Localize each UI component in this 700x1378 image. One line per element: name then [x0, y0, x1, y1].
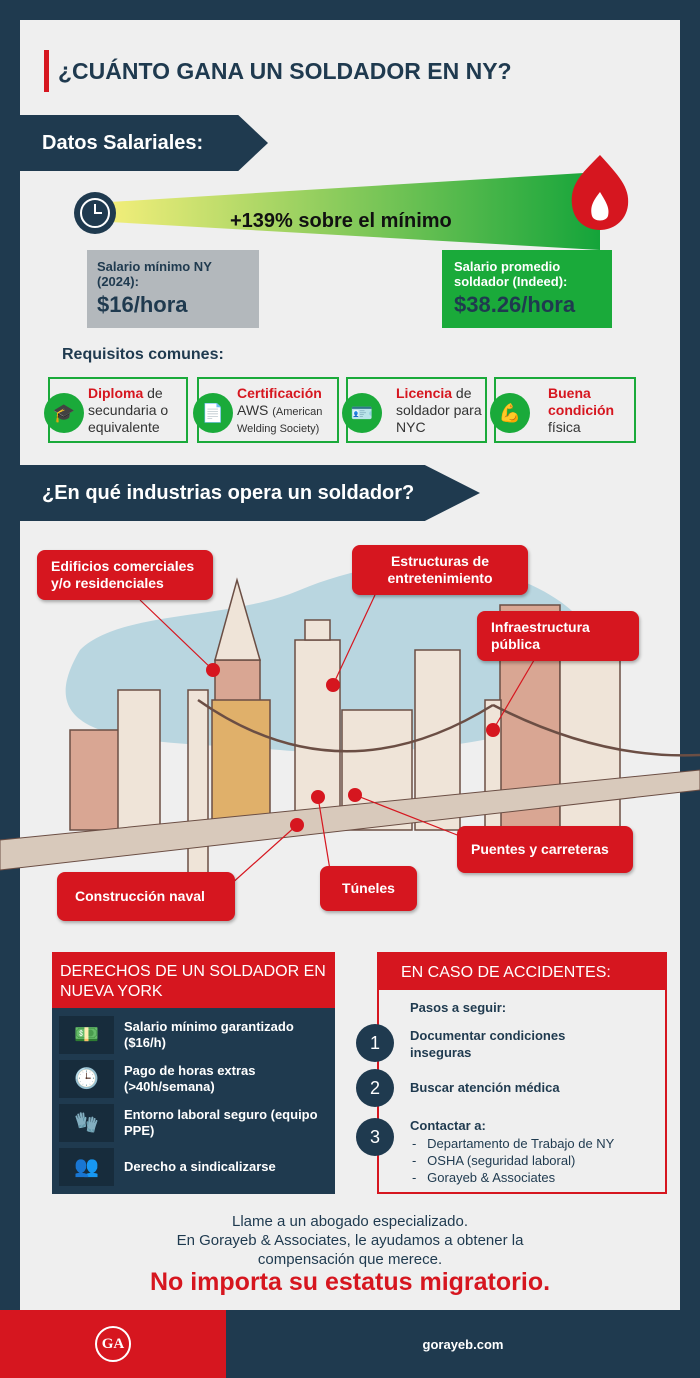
requirement-fitness: 💪Buena condición física	[490, 377, 636, 443]
footer-logo-area: GA	[0, 1310, 226, 1378]
label-public-infrastructure: Infraestructura pública	[477, 611, 639, 661]
requirements-heading: Requisitos comunes:	[62, 346, 224, 363]
label-tunnels: Túneles	[320, 866, 417, 911]
step-text: Documentar condiciones inseguras	[410, 1028, 566, 1060]
money-hand-icon: 💵	[59, 1016, 114, 1054]
min-wage-label: Salario mínimo NY (2024):	[97, 259, 212, 289]
contact-item: Departamento de Trabajo de NY	[427, 1136, 615, 1151]
title-accent	[44, 50, 49, 92]
right-item: 🧤Entorno laboral seguro (equipo PPE)	[59, 1104, 328, 1142]
contact-item: OSHA (seguridad laboral)	[427, 1153, 576, 1168]
gorayeb-logo: GA	[95, 1326, 131, 1362]
right-item: 🕒Pago de horas extras (>40h/semana)	[59, 1060, 328, 1098]
union-icon: 👥	[59, 1148, 114, 1186]
clock-plus-icon: 🕒	[59, 1060, 114, 1098]
accidents-card: EN CASO DE ACCIDENTES:	[377, 952, 667, 1194]
industries-banner: ¿En qué industrias opera un soldador?	[20, 465, 480, 521]
salary-heading: Datos Salariales:	[42, 131, 204, 154]
avg-wage-value: $38.26/hora	[454, 292, 576, 317]
industries-heading: ¿En qué industrias opera un soldador?	[42, 481, 415, 504]
cta-emphasis: No importa su estatus migratorio.	[149, 1268, 551, 1296]
accidents-heading: EN CASO DE ACCIDENTES:	[379, 954, 665, 990]
contact-item: Gorayeb & Associates	[427, 1170, 556, 1185]
cta-text: Llame a un abogado especializado.En Gora…	[176, 1213, 524, 1268]
step-number: 2	[356, 1069, 394, 1107]
requirement-license: 🪪Licencia de soldador para NYC	[342, 377, 487, 443]
increase-text: +139% sobre el mínimo	[230, 210, 452, 232]
label-commercial-buildings: Edificios comerciales y/o residenciales	[37, 550, 213, 600]
avg-wage-label: Salario promedio soldador (Indeed):	[454, 259, 568, 289]
glove-icon: 🧤	[59, 1104, 114, 1142]
muscle-icon: 💪	[490, 393, 530, 433]
label-bridges-roads: Puentes y carreteras	[457, 826, 633, 873]
right-item: 👥Derecho a sindicalizarse	[59, 1148, 328, 1186]
contacts-list: - Departamento de Trabajo de NY - OSHA (…	[412, 1136, 615, 1185]
step-number: 1	[356, 1024, 394, 1062]
rights-card: DERECHOS DE UN SOLDADOR EN NUEVA YORK 💵S…	[52, 952, 335, 1194]
footer-site-link[interactable]: gorayeb.com	[226, 1310, 700, 1378]
id-card-icon: 🪪	[342, 393, 382, 433]
min-wage-value: $16/hora	[97, 292, 188, 317]
salary-wedge	[74, 155, 629, 250]
rights-heading: DERECHOS DE UN SOLDADOR EN NUEVA YORK	[52, 952, 335, 1008]
label-entertainment: Estructuras de entretenimiento	[352, 545, 528, 595]
salary-banner: Datos Salariales:	[20, 115, 268, 171]
city-illustration	[0, 563, 700, 886]
page-title: ¿CUÁNTO GANA UN SOLDADOR EN NY?	[58, 58, 512, 84]
avg-wage-card: Salario promedio soldador (Indeed): $38.…	[442, 250, 612, 328]
right-item: 💵Salario mínimo garantizado ($16/h)	[59, 1016, 328, 1054]
certificate-icon: 📄	[193, 393, 233, 433]
step-text: Buscar atención médica	[410, 1080, 560, 1095]
label-shipbuilding: Construcción naval	[57, 872, 235, 921]
requirement-diploma: 🎓Diploma de secundaria o equivalente	[44, 377, 188, 443]
min-wage-card: Salario mínimo NY (2024): $16/hora	[87, 250, 259, 328]
graduation-cap-icon: 🎓	[44, 393, 84, 433]
step-number: 3	[356, 1118, 394, 1156]
steps-heading: Pasos a seguir:	[410, 1000, 507, 1015]
step-text: Contactar a:	[410, 1118, 486, 1133]
